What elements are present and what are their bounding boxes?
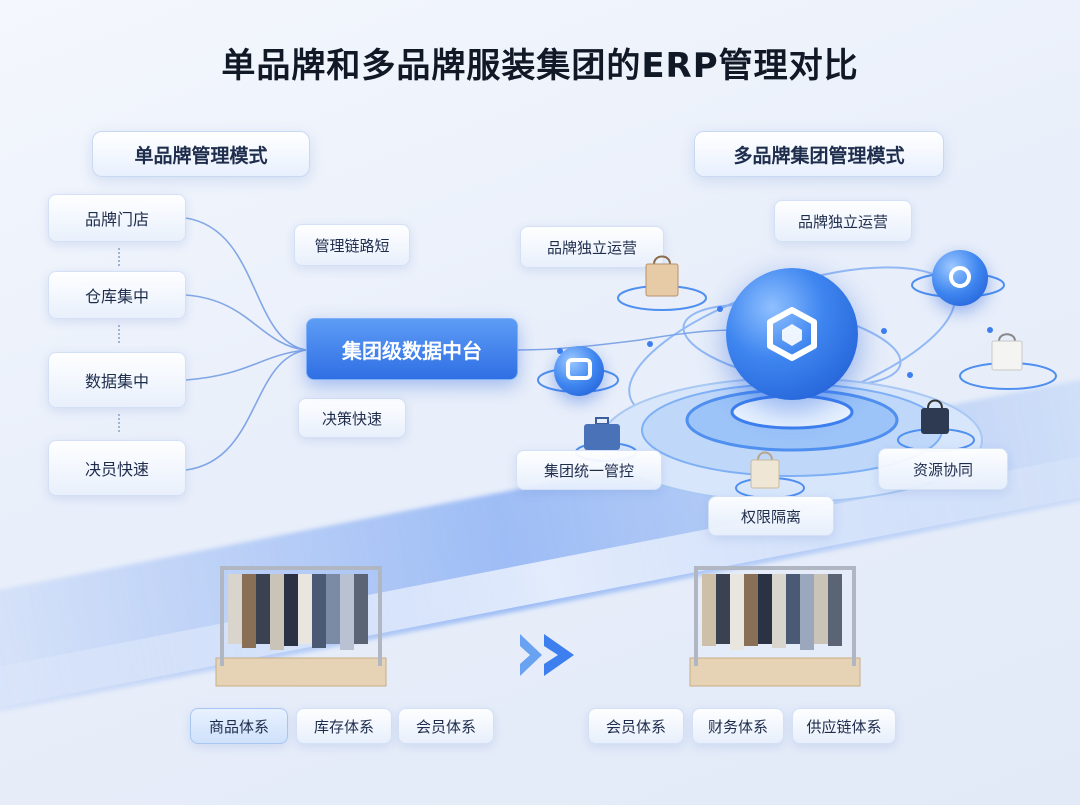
system-chip-goods: 商品体系 (190, 708, 288, 744)
step-decision: 决员快速 (48, 440, 186, 496)
step-separator (118, 325, 120, 343)
system-chip-finance: 财务体系 (692, 708, 784, 744)
step-brand-store: 品牌门店 (48, 194, 186, 242)
system-chip-inventory: 库存体系 (296, 708, 392, 744)
step-data: 数据集中 (48, 352, 186, 408)
handbag-icon (921, 399, 949, 434)
page-title: 单品牌和多品牌服装集团的ERP管理对比 (221, 46, 859, 86)
clothing-rack-icon (215, 566, 387, 687)
double-chevron-right-icon (520, 634, 574, 676)
step-warehouse: 仓库集中 (48, 271, 186, 319)
step-separator (118, 248, 120, 266)
label-group-control: 集团统一管控 (516, 450, 662, 490)
system-chip-supply-chain: 供应链体系 (792, 708, 896, 744)
brand-sphere-right (932, 250, 988, 306)
briefcase-icon (584, 417, 620, 450)
brand-sphere-left (554, 346, 604, 396)
shopping-bag-icon (645, 255, 679, 297)
system-chip-member-left: 会员体系 (398, 708, 494, 744)
data-hub-box: 集团级数据中台 (306, 318, 518, 380)
shopping-bag-icon (750, 451, 780, 489)
label-brand-independent-top: 品牌独立运营 (774, 200, 912, 242)
multi-brand-heading: 多品牌集团管理模式 (694, 131, 944, 177)
shopping-bag-icon (991, 333, 1023, 371)
label-resource-synergy: 资源协同 (878, 448, 1008, 490)
single-brand-heading: 单品牌管理模式 (92, 131, 310, 177)
system-chip-member-right: 会员体系 (588, 708, 684, 744)
clothing-rack-icon (689, 566, 861, 687)
note-fast-decision: 决策快速 (298, 398, 406, 438)
hexagon-logo-icon (767, 307, 817, 361)
step-separator (118, 414, 120, 432)
note-short-chain: 管理链路短 (294, 224, 410, 266)
label-brand-independent-left: 品牌独立运营 (520, 226, 664, 268)
label-permission-isolation: 权限隔离 (708, 496, 834, 536)
